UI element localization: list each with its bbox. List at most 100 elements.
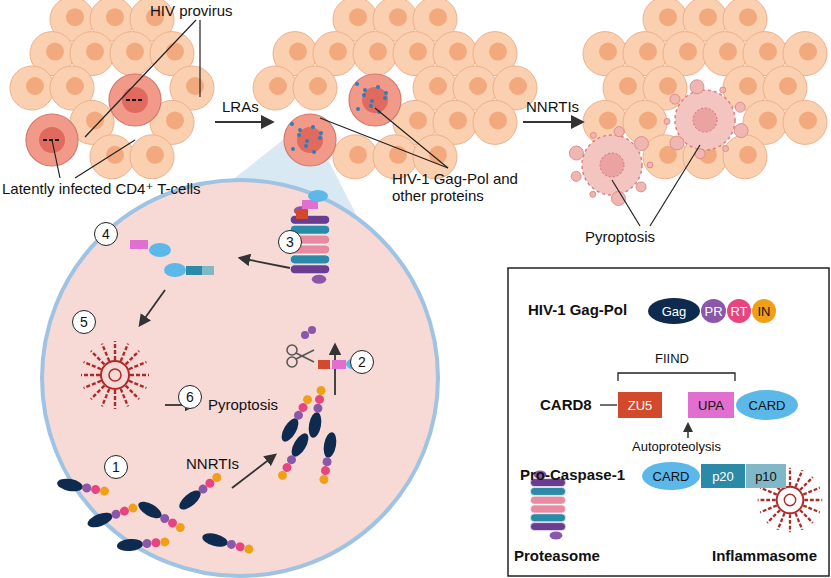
shape [110,508,122,520]
viral-protein [297,133,301,137]
t-cell [333,135,377,179]
label: FIIND [655,352,689,367]
shape [287,345,297,355]
shape [760,488,777,495]
domain-ellipse: CARD [736,390,798,420]
domain-ellipse: Gag [648,298,700,324]
gag-pol [201,531,255,556]
t-cell [473,100,517,144]
protease [308,326,316,334]
shape [530,487,565,495]
domain-label: Gag [662,304,687,319]
nucleus [269,77,287,95]
gag-pol [56,477,110,498]
shape [126,386,139,399]
nucleus [409,111,427,129]
bleb [636,182,646,192]
shape [82,483,92,493]
label: Pyroptosis [585,228,655,245]
viral-protein [318,136,322,140]
shape [530,505,565,513]
nucleus [166,43,184,61]
shape [102,389,109,407]
shape [86,510,115,530]
shape [101,361,129,389]
nucleus [469,77,487,95]
nucleus [739,8,757,26]
infected-cell [349,74,401,126]
viral-protein [311,125,315,129]
shape [84,381,102,388]
nucleus [449,111,467,129]
viral-protein [363,88,367,92]
viral-protein [369,104,373,108]
nucleus [409,43,427,61]
shape [322,431,338,459]
nucleus [600,153,624,177]
nucleus [86,43,104,61]
shape [290,255,330,264]
domain-label: p20 [712,469,734,484]
nucleus [329,43,347,61]
infected-cell [109,74,161,126]
nucleus [186,77,204,95]
nucleus [679,43,697,61]
bleb [690,80,704,94]
shape [758,499,776,501]
domain-label: CARD [653,469,690,484]
bleb [670,136,684,150]
shape [102,344,109,362]
shape [530,514,565,522]
nucleus [799,43,817,61]
nucleus [659,8,677,26]
shape [84,362,102,369]
label: HIV-1 Gag-Pol [528,301,627,318]
shape [777,487,804,514]
bleb [590,191,596,197]
nucleus [389,8,407,26]
t-cell [293,66,337,110]
shape [160,537,170,547]
shape [778,513,785,530]
nucleus [429,77,447,95]
viral-protein [376,85,380,89]
nucleus [429,8,447,26]
shape [201,531,229,549]
shape [126,351,139,364]
shape [320,465,330,475]
domain-label: PR [704,304,722,319]
gag-pol [278,393,315,444]
shape [800,510,813,523]
shape [803,505,820,512]
shape [142,539,152,549]
callout-number: 2 [350,350,374,374]
shape [129,381,147,388]
shape [795,470,802,487]
bleb [647,162,653,168]
callout-number: 5 [72,310,96,334]
shape [109,369,121,381]
nucleus [449,43,467,61]
shape [316,385,326,395]
shape [114,390,116,409]
shape [81,374,100,376]
shape [760,505,777,512]
zu5 [318,360,330,369]
gag-pol [317,431,338,485]
nucleus [659,77,677,95]
shape [789,514,791,532]
legend-panel [508,268,829,576]
arrow [215,121,272,123]
bleb [614,127,624,137]
t-cell [353,32,397,76]
upa [332,360,346,369]
shape [550,531,563,539]
nucleus [509,77,527,95]
shape [90,484,100,494]
nucleus [106,8,124,26]
nucleus [122,87,148,113]
callout-number: 3 [278,230,302,254]
nucleus [349,8,367,26]
nucleus [362,87,388,113]
label: Proteasome [514,547,600,564]
